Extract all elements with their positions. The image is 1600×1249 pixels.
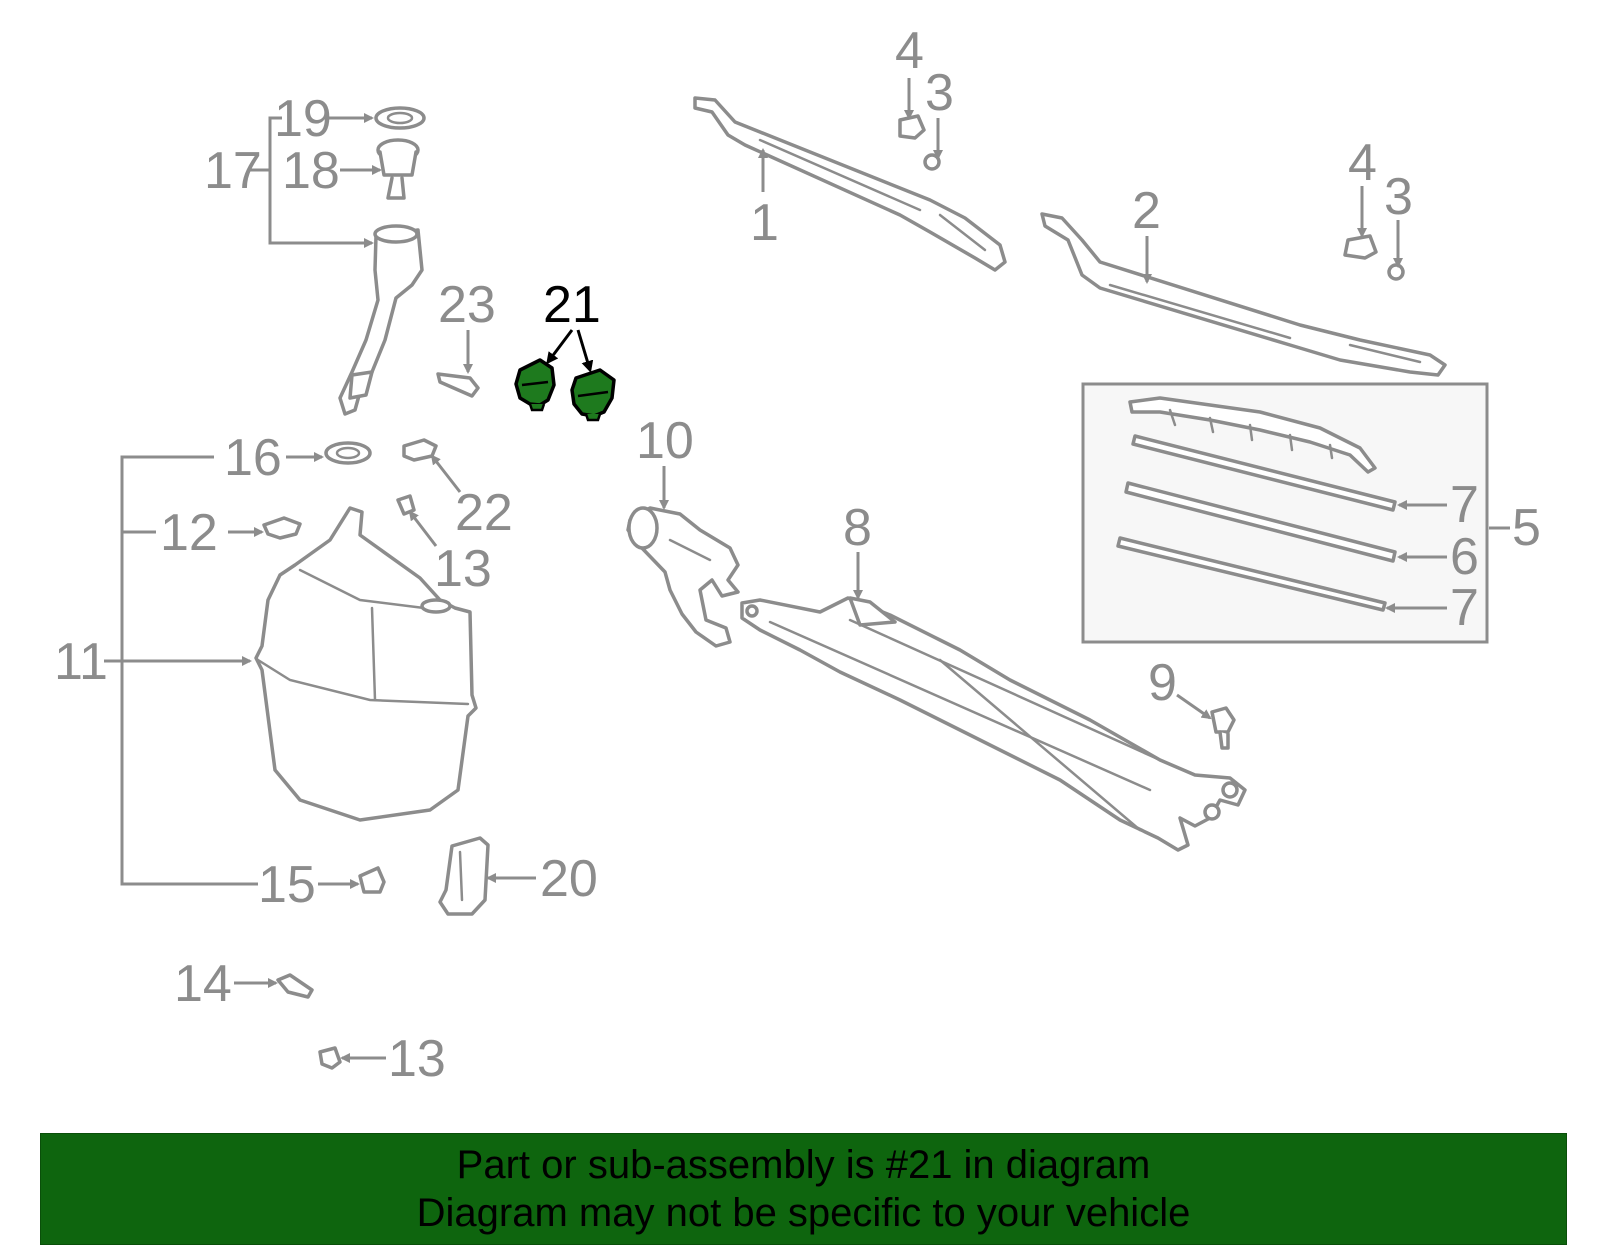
callout-labels: 1 2 3 4 4 3 5 7 6 7 8 9 10 23 21 22 13 1… bbox=[54, 22, 1541, 1088]
wiper-motor-part-10[interactable] bbox=[626, 506, 740, 648]
callout-5: 5 bbox=[1512, 499, 1541, 557]
info-banner: Part or sub-assembly is #21 in diagram D… bbox=[40, 1133, 1567, 1245]
banner-line-1: Part or sub-assembly is #21 in diagram bbox=[456, 1143, 1151, 1187]
callout-1: 1 bbox=[750, 194, 779, 252]
callout-21: 21 bbox=[543, 276, 601, 334]
callout-17: 17 bbox=[204, 142, 262, 200]
cap-part-4-a[interactable] bbox=[898, 114, 926, 140]
bolt-part-12[interactable] bbox=[262, 516, 302, 540]
washer-tank-part-11[interactable] bbox=[254, 506, 478, 822]
blade-refill-part-7-a[interactable] bbox=[1131, 434, 1397, 512]
callout-12: 12 bbox=[160, 504, 218, 562]
callout-15: 15 bbox=[258, 856, 316, 914]
bolt-part-14[interactable] bbox=[276, 973, 314, 999]
wiper-blade-frame[interactable] bbox=[1128, 396, 1377, 474]
hose-joint-part-23[interactable] bbox=[436, 372, 480, 398]
callout-18: 18 bbox=[282, 142, 340, 200]
callout-23: 23 bbox=[438, 276, 496, 334]
callout-3a: 3 bbox=[925, 64, 954, 122]
cap-part-4-b[interactable] bbox=[1343, 234, 1378, 260]
wiper-linkage-part-8[interactable] bbox=[740, 596, 1247, 852]
callout-13a: 13 bbox=[434, 540, 492, 598]
highlighted-part-21-b[interactable] bbox=[570, 368, 616, 422]
pump-part-20[interactable] bbox=[438, 836, 490, 916]
wiper-arm-part-1[interactable] bbox=[693, 96, 1007, 272]
callout-20: 20 bbox=[540, 850, 598, 908]
highlighted-part-21-a[interactable] bbox=[514, 358, 556, 412]
callout-4a: 4 bbox=[895, 22, 924, 80]
blade-refill-part-6[interactable] bbox=[1124, 481, 1397, 563]
callout-4b: 4 bbox=[1348, 134, 1377, 192]
wiper-arm-part-2[interactable] bbox=[1040, 212, 1447, 377]
cap-part-18[interactable] bbox=[376, 138, 420, 200]
banner-line-2: Diagram may not be specific to your vehi… bbox=[416, 1191, 1191, 1235]
callout-19: 19 bbox=[274, 90, 332, 148]
grommet-part-15[interactable] bbox=[358, 866, 386, 894]
callout-7a: 7 bbox=[1450, 476, 1479, 534]
grommet-part-16[interactable] bbox=[324, 441, 372, 465]
callout-9: 9 bbox=[1148, 654, 1177, 712]
callout-3b: 3 bbox=[1384, 168, 1413, 226]
nut-part-3-b[interactable] bbox=[1387, 263, 1405, 281]
callout-2: 2 bbox=[1132, 182, 1161, 240]
callout-22: 22 bbox=[455, 484, 513, 542]
clip-part-13-b[interactable] bbox=[396, 494, 416, 516]
filler-neck-part-17[interactable] bbox=[338, 224, 424, 416]
callout-13b: 13 bbox=[388, 1030, 446, 1088]
bracket-part-9[interactable] bbox=[1210, 706, 1236, 750]
callout-7b: 7 bbox=[1450, 579, 1479, 637]
callout-6: 6 bbox=[1450, 528, 1479, 586]
callout-10: 10 bbox=[636, 412, 694, 470]
seal-part-19[interactable] bbox=[374, 106, 426, 130]
callout-14: 14 bbox=[174, 955, 232, 1013]
callout-8: 8 bbox=[843, 499, 872, 557]
callout-11: 11 bbox=[54, 633, 108, 691]
blade-refill-part-7-b[interactable] bbox=[1116, 536, 1387, 612]
callout-16: 16 bbox=[224, 429, 282, 487]
leader-lines bbox=[104, 78, 1510, 1063]
clip-part-13-a[interactable] bbox=[318, 1046, 342, 1070]
